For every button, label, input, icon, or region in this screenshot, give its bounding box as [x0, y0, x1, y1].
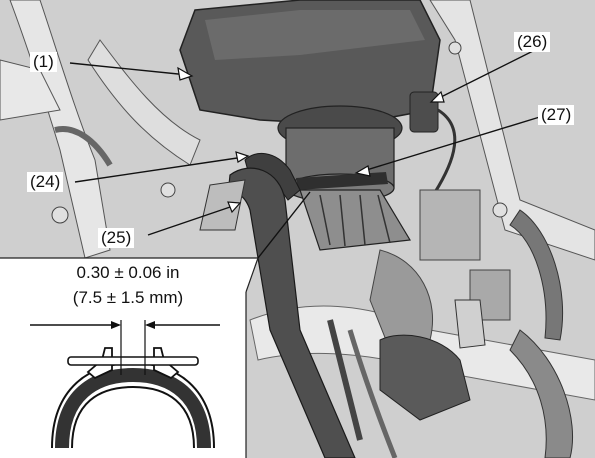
- callout-25: (25): [98, 228, 135, 248]
- callout-1: (1): [30, 52, 57, 72]
- dimension-arrows: [30, 321, 220, 329]
- clamp-spec-imperial: 0.30 ± 0.06 in: [76, 263, 180, 282]
- callout-24: (24): [27, 172, 64, 192]
- callout-26: (26): [514, 32, 551, 52]
- leader-arrowheads: [177, 66, 445, 214]
- callout-27: (27): [538, 105, 575, 125]
- clamp-spec-metric: (7.5 ± 1.5 mm): [72, 288, 184, 307]
- clamp-cross-section: [51, 320, 215, 449]
- leader-lines: [69, 49, 544, 259]
